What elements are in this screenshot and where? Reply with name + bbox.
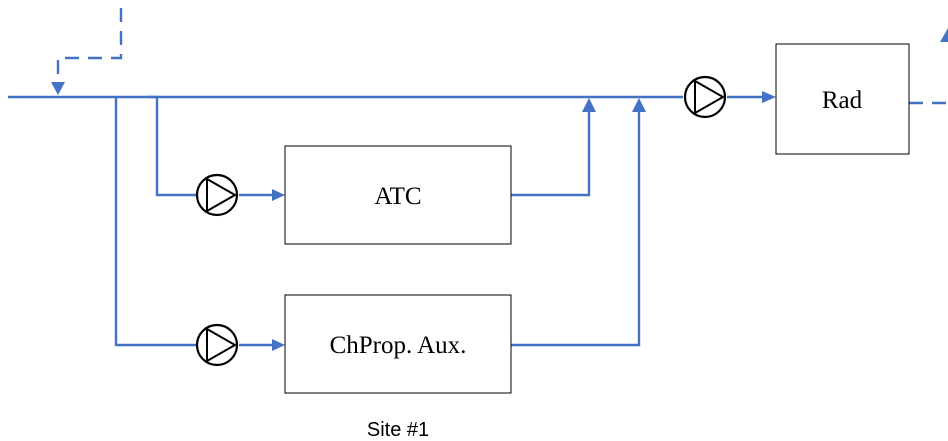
chprop-inlet-arrowhead [272,339,285,351]
rad-dashed-outlet-arrowhead [940,28,948,42]
pump-icon [683,75,727,119]
atc-feed-line [147,95,196,197]
pump-icon [195,173,239,217]
dashed-feed-arrowhead [51,82,65,95]
atc-inlet-arrowhead [272,189,285,201]
atc-box [284,145,512,245]
rad-inlet-arrowhead [762,91,776,103]
chprop-aux-label: ChProp. Aux. [330,332,467,359]
rad-label: Rad [822,87,863,114]
atc-return-line [511,109,591,197]
chprop-aux-box [284,294,512,394]
pump-icon [195,323,239,367]
chprop-return-line [511,109,641,347]
atc-label: ATC [374,183,421,210]
diagram-caption: Site #1 [367,419,429,441]
atc-return-arrowhead [582,98,596,112]
dashed-feed-line [56,8,123,84]
chprop-feed-line [114,97,196,347]
rad-box [775,43,910,155]
chprop-return-arrowhead [632,98,646,112]
